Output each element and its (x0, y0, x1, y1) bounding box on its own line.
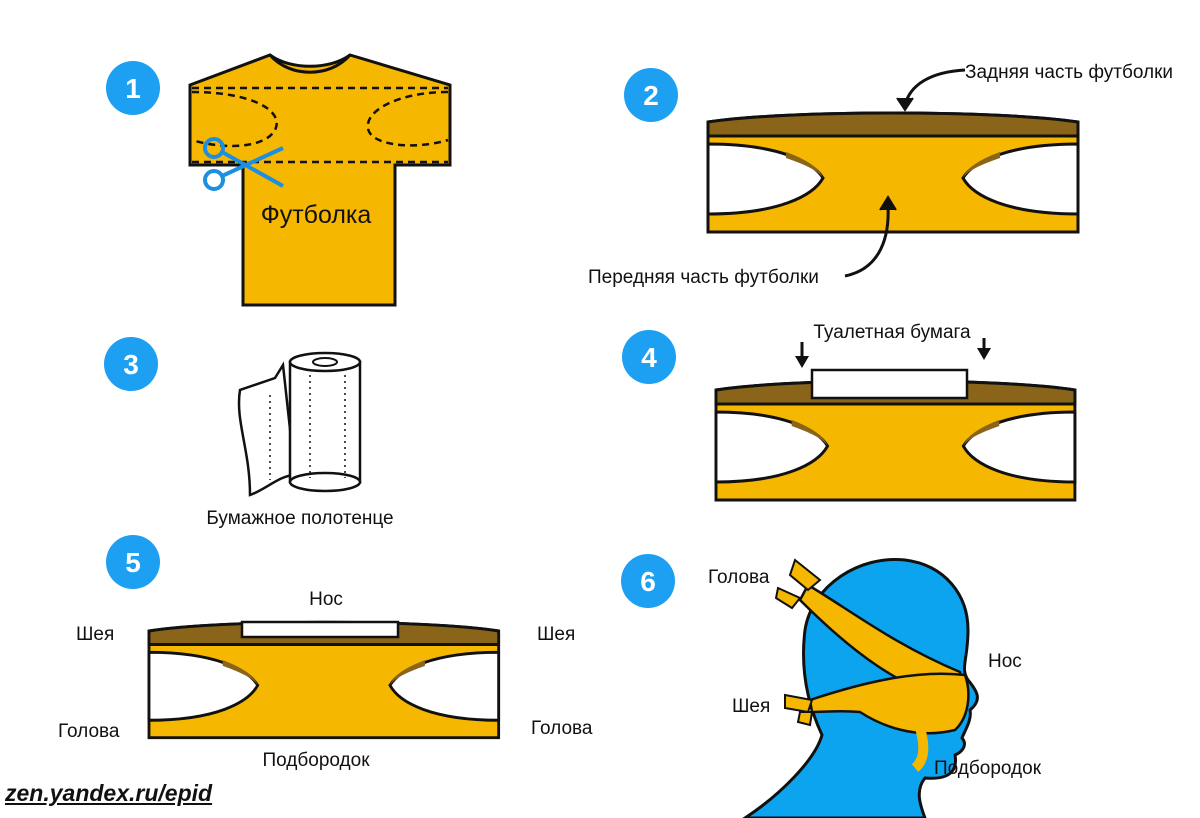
front-side-label: Передняя часть футболки (588, 267, 819, 288)
paper-towel-label: Бумажное полотенце (206, 508, 393, 529)
scissors-icon (203, 137, 284, 191)
neck-label: Шея (732, 696, 770, 717)
paper-towel-roll-icon (237, 351, 362, 497)
step-badge (106, 61, 160, 115)
curved-arrow-icon (903, 68, 966, 106)
head-left-label: Голова (58, 721, 120, 742)
step-6: 6 Голова Нос Шея Подбородок (621, 554, 1042, 818)
step-number: 1 (125, 73, 141, 104)
step-3: 3 Бумажное полотенце (104, 337, 394, 529)
step-badge (621, 554, 675, 608)
toilet-paper-strip (810, 368, 969, 400)
arrowhead-icon (896, 97, 914, 112)
neck-right-label: Шея (537, 624, 575, 645)
step-badge (622, 330, 676, 384)
cut-tshirt-band (706, 111, 1080, 234)
step-number: 2 (643, 80, 659, 111)
step-5: 5 Нос Шея Шея Голова Голова Подбородок (58, 535, 593, 771)
watermark-link[interactable]: zen.yandex.ru/epid (5, 780, 213, 806)
paper-insert (240, 620, 400, 639)
step-number: 6 (640, 566, 656, 597)
nose-label: Нос (988, 651, 1022, 672)
arrowhead-icon (977, 348, 991, 360)
head-right-label: Голова (531, 718, 593, 739)
chin-label: Подбородок (262, 750, 370, 771)
tshirt-label: Футболка (261, 201, 372, 229)
step-number: 3 (123, 349, 139, 380)
back-side-label: Задняя часть футболки (965, 62, 1173, 83)
tshirt-icon (188, 53, 452, 307)
chin-label: Подбородок (934, 758, 1042, 779)
step-badge (624, 68, 678, 122)
step-badge (106, 535, 160, 589)
step-badge (104, 337, 158, 391)
tied-mask (774, 558, 970, 772)
step-number: 5 (125, 547, 141, 578)
step-number: 4 (641, 342, 657, 373)
arrowhead-icon (879, 195, 897, 211)
step-2: 2 Задняя часть футболки Передняя часть ф… (588, 62, 1173, 288)
step-4: 4 Туалетная бумага (622, 322, 1077, 502)
folded-band (147, 620, 501, 740)
neck-left-label: Шея (76, 624, 114, 645)
head-label: Голова (708, 567, 770, 588)
nose-label: Нос (309, 589, 343, 610)
curved-arrow-icon (844, 204, 890, 278)
step-1: 1 Футболка (106, 53, 452, 307)
arrowhead-icon (795, 356, 809, 368)
toilet-paper-label: Туалетная бумага (813, 322, 971, 343)
